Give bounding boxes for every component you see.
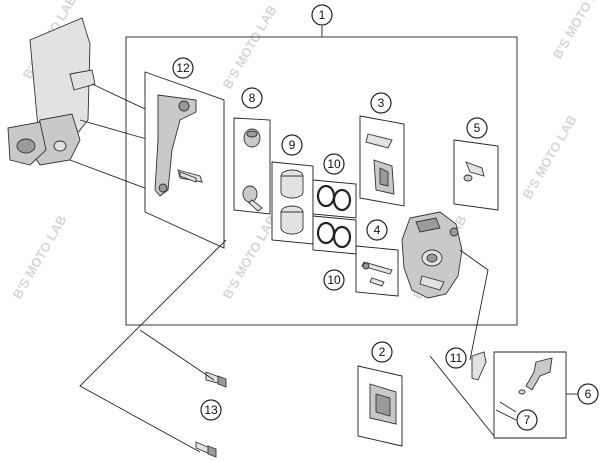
callout-leader — [495, 409, 517, 421]
watermark-text: B'S MOTO LAB — [520, 113, 580, 202]
callout-number: 10 — [327, 157, 341, 171]
callout-10-upper: 10 — [323, 153, 345, 175]
watermark-text: B'S MOTO LAB — [220, 213, 280, 302]
part-8-panel — [233, 117, 271, 215]
callout-9: 9 — [281, 134, 303, 156]
part-9-pistons — [271, 161, 314, 245]
part-12-bracket — [144, 71, 225, 249]
callout-3: 3 — [370, 92, 392, 114]
callout-5: 5 — [466, 117, 488, 139]
guide-line — [69, 159, 151, 191]
callout-10-lower: 10 — [323, 269, 345, 291]
part-6-bleeder-panel — [471, 351, 567, 439]
callout-2: 2 — [371, 341, 393, 363]
part-2-brake-pads — [357, 365, 403, 447]
callout-4: 4 — [366, 219, 388, 241]
part-13-bolts — [179, 171, 227, 458]
callout-number: 7 — [524, 413, 531, 427]
leader-line — [139, 329, 215, 381]
callout-number: 6 — [585, 387, 592, 401]
leader-line — [499, 401, 517, 413]
part-10-seals-lower — [312, 215, 357, 255]
caliper-body — [401, 211, 463, 299]
callout-number: 9 — [289, 138, 296, 152]
part-10-seals-upper — [312, 179, 357, 219]
callout-number: 13 — [204, 403, 218, 417]
callout-7: 7 — [516, 409, 538, 431]
watermark-layer: B'S MOTO LAB B'S MOTO LAB B'S MOTO LAB B… — [10, 0, 600, 302]
callout-number: 4 — [374, 223, 381, 237]
fork-leg — [7, 17, 96, 166]
watermark-text: B'S MOTO LAB — [550, 0, 600, 62]
watermark-text: B'S MOTO LAB — [220, 3, 280, 92]
watermark-text: B'S MOTO LAB — [10, 213, 70, 302]
part-5-panel — [453, 139, 499, 211]
callout-number: 10 — [327, 273, 341, 287]
leader-line — [459, 249, 489, 361]
callout-6: 6 — [577, 383, 599, 405]
callout-13: 13 — [200, 399, 222, 421]
callout-number: 2 — [379, 345, 386, 359]
leader-line — [429, 355, 495, 437]
callout-11: 11 — [445, 347, 467, 369]
leader-line — [79, 239, 227, 453]
callout-number: 3 — [378, 96, 385, 110]
callout-number: 8 — [249, 91, 256, 105]
callout-number: 12 — [176, 61, 190, 75]
callout-12: 12 — [172, 57, 194, 79]
callout-number: 11 — [450, 351, 463, 365]
callout-8: 8 — [241, 87, 263, 109]
callout-number: 5 — [474, 121, 481, 135]
guide-line — [79, 119, 151, 141]
callout-1: 1 — [311, 4, 333, 26]
part-3-pad-spring — [359, 115, 405, 207]
callout-number: 1 — [319, 8, 326, 22]
part-4-pin — [355, 245, 399, 297]
